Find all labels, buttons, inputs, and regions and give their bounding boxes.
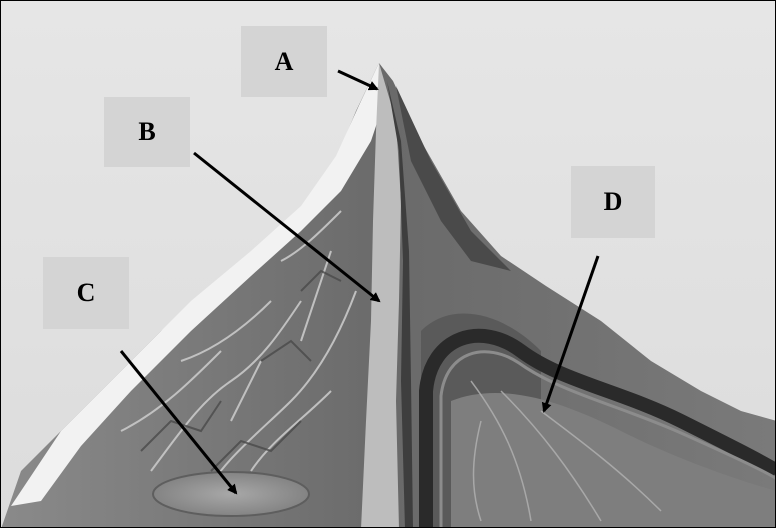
label-b: B bbox=[104, 97, 190, 167]
label-a: A bbox=[241, 26, 327, 97]
label-c: C bbox=[43, 257, 129, 329]
label-d: D bbox=[571, 166, 655, 238]
fluid-pool bbox=[153, 472, 309, 516]
